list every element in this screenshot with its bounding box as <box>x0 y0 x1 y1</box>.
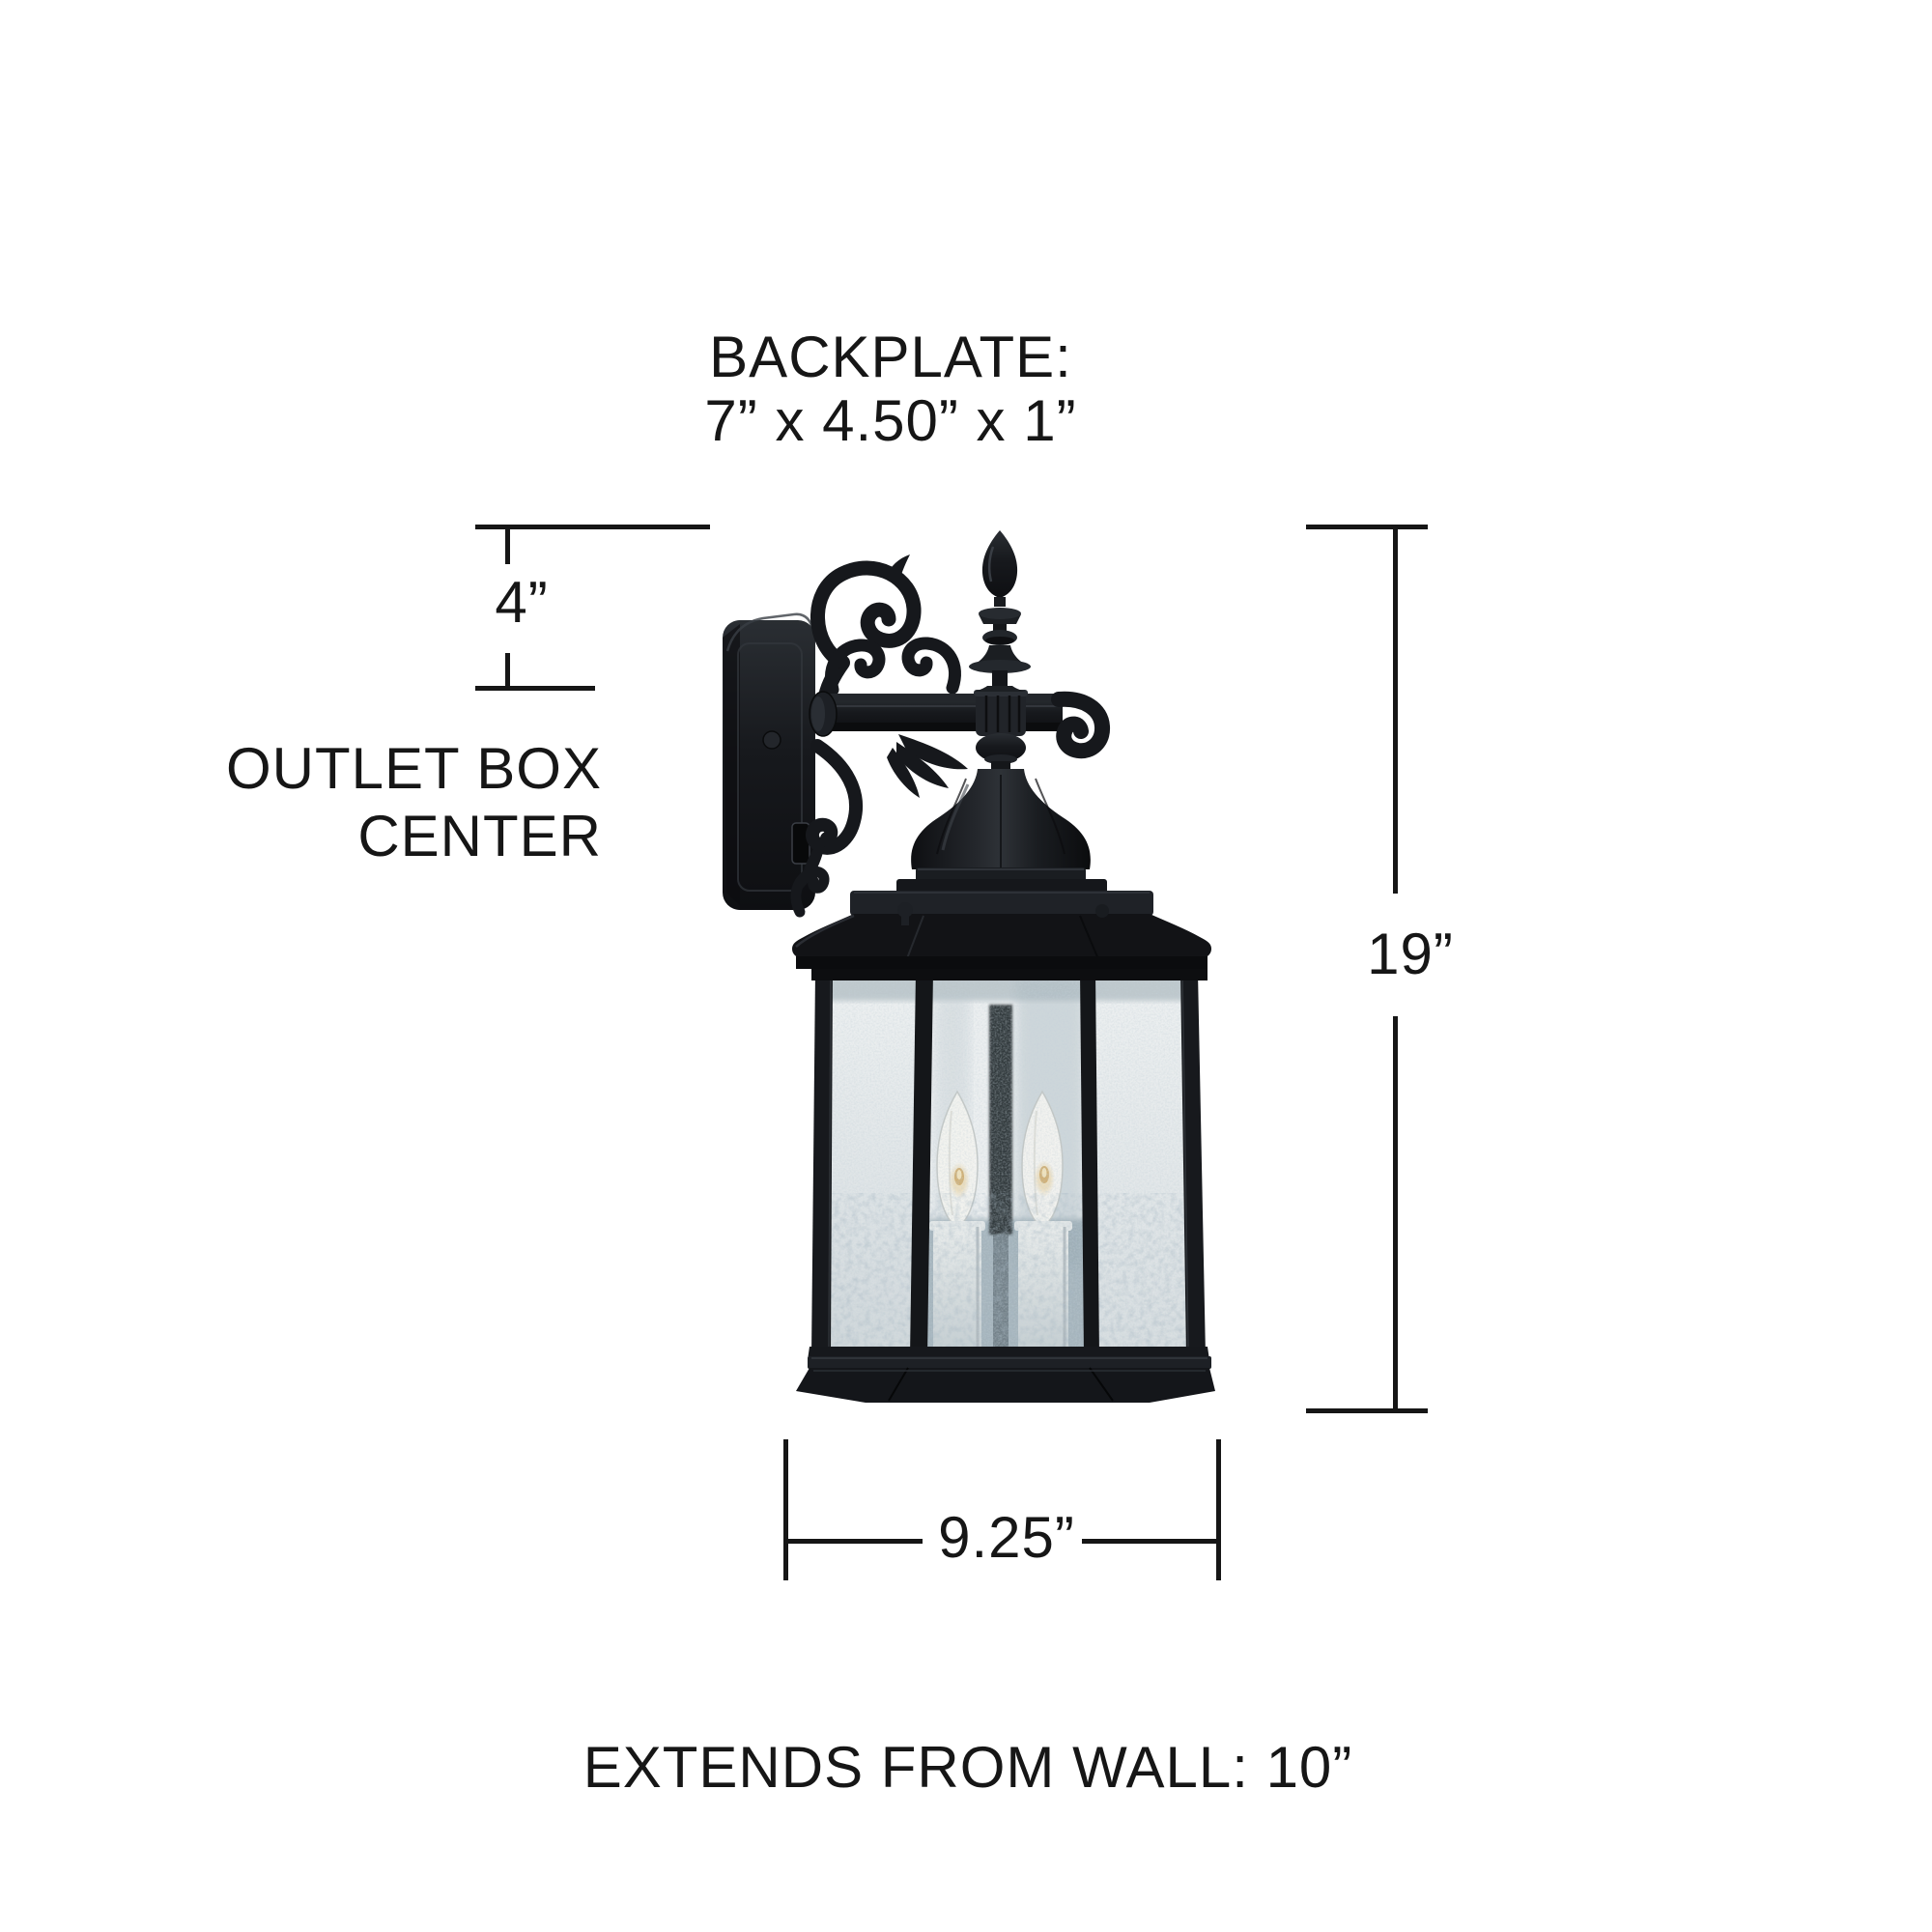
height-dim-value: 19” <box>1367 922 1454 986</box>
outlet-dim-top-tick <box>505 525 510 564</box>
height-dim-line-lower <box>1393 1016 1398 1412</box>
base <box>796 1356 1215 1403</box>
width-dim-line-left <box>785 1539 923 1544</box>
outlet-box-center-line1: OUTLET BOX <box>226 736 602 801</box>
extension-label: EXTENDS FROM WALL: 10” <box>582 1735 1353 1800</box>
backplate <box>723 612 815 910</box>
outlet-dim-bottom-line <box>475 686 595 691</box>
backplate-size-line2: 7” x 4.50” x 1” <box>704 388 1077 453</box>
finial <box>969 530 1031 770</box>
outlet-dim-value: 4” <box>495 570 549 635</box>
glass-cage <box>808 968 1209 1360</box>
width-dim-right-tick <box>1216 1439 1221 1580</box>
outlet-box-center-line2: CENTER <box>357 804 602 868</box>
outlet-box-center-label: OUTLET BOX CENTER <box>226 735 602 870</box>
outlet-dim-bottom-tick <box>505 653 510 690</box>
backplate-size-label: BACKPLATE: 7” x 4.50” x 1” <box>704 326 1076 453</box>
height-dim-top-line <box>1306 525 1428 529</box>
roof <box>792 769 1211 969</box>
width-dim-line-right <box>1082 1539 1218 1544</box>
scroll-bracket <box>790 554 968 918</box>
width-dim-left-tick <box>783 1439 788 1580</box>
height-dim-line-upper <box>1393 525 1398 894</box>
height-dim-bottom-line <box>1306 1408 1428 1413</box>
wall-lantern-illustration <box>723 530 1215 1403</box>
outlet-dim-top-line <box>475 525 710 529</box>
width-dim-value: 9.25” <box>938 1505 1075 1570</box>
backplate-size-line1: BACKPLATE: <box>709 325 1072 389</box>
mount-arm <box>809 690 1110 759</box>
